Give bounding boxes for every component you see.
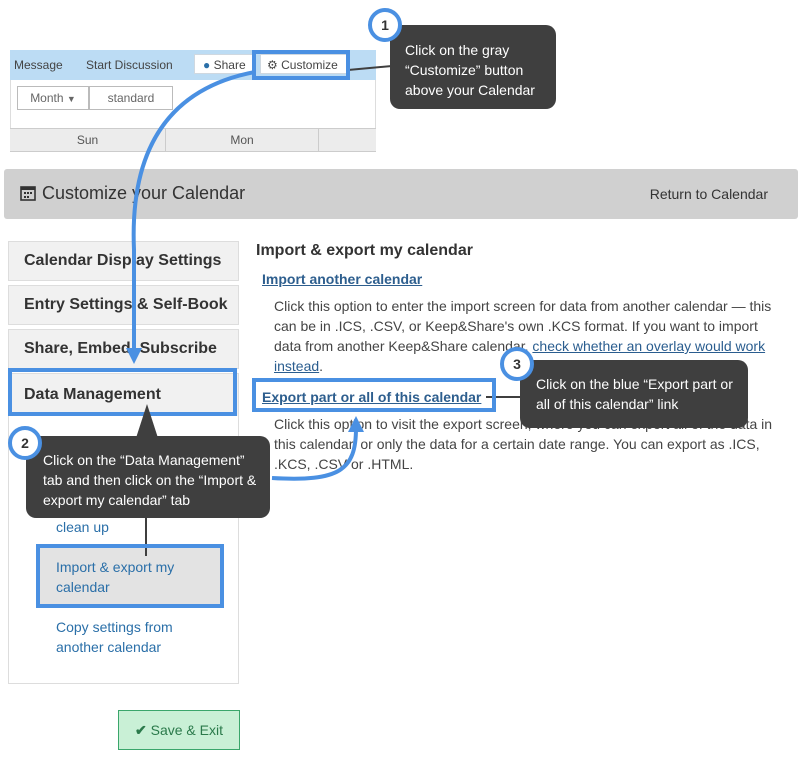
- view-select-value: Month: [30, 91, 64, 105]
- sidebar-item-clean-up[interactable]: clean up: [56, 519, 109, 535]
- import-calendar-link[interactable]: Import another calendar: [262, 271, 423, 287]
- connector-line: [131, 70, 256, 352]
- calendar-view-bar: Month ▼ standard: [10, 80, 376, 128]
- start-discussion-button[interactable]: Start Discussion: [86, 58, 173, 72]
- check-icon: ✔: [135, 722, 147, 738]
- import-text: Click this option to enter the import sc…: [274, 298, 772, 354]
- callout-2: Click on the “Data Management” tab and t…: [26, 436, 270, 518]
- day-header: Sun: [10, 129, 166, 151]
- sidebar-item-copy-settings[interactable]: Copy settings from another calendar: [56, 619, 173, 655]
- export-calendar-link[interactable]: Export part or all of this calendar: [262, 389, 482, 405]
- page-title: Customize your Calendar: [42, 183, 246, 203]
- step-badge-3: 3: [500, 347, 534, 381]
- gears-icon: ⚙: [267, 58, 278, 72]
- sidebar-item-import-export[interactable]: Import & export my calendar: [56, 559, 175, 595]
- tab-entry-settings[interactable]: Entry Settings & Self-Book: [8, 285, 239, 325]
- tab-calendar-display-settings[interactable]: Calendar Display Settings: [8, 241, 239, 281]
- message-button[interactable]: Message: [14, 58, 63, 72]
- share-icon: ●: [203, 58, 211, 72]
- connector-line: [271, 427, 358, 481]
- highlight-import-export: [36, 544, 224, 608]
- day-header: Mon: [166, 129, 319, 151]
- step-badge-2: 2: [8, 426, 42, 460]
- calendar-toolbar: Message Start Discussion ● Share ⚙ Custo…: [10, 50, 376, 80]
- step-badge-1: 1: [368, 8, 402, 42]
- save-exit-button[interactable]: ✔ Save & Exit: [118, 710, 240, 750]
- arrowhead-icon: [348, 416, 364, 432]
- tab-data-management[interactable]: Data Management: [8, 373, 239, 417]
- view-mode-button[interactable]: standard: [89, 86, 173, 110]
- calendar-icon: [20, 186, 36, 201]
- import-description: Click this option to enter the import sc…: [274, 298, 772, 374]
- customize-label: Customize: [281, 58, 338, 72]
- callout-3: Click on the blue “Export part or all of…: [520, 360, 748, 428]
- save-exit-label: Save & Exit: [150, 722, 223, 738]
- view-select[interactable]: Month ▼: [17, 86, 89, 110]
- chevron-down-icon: ▼: [66, 94, 76, 104]
- share-label: Share: [213, 58, 246, 72]
- overlay-link[interactable]: check whether an overlay would work inst…: [274, 338, 766, 374]
- return-to-calendar-link[interactable]: Return to Calendar: [649, 186, 768, 202]
- calendar-day-header: Sun Mon: [10, 128, 376, 152]
- highlight-data-management: [8, 368, 237, 416]
- callout-2-tip: [136, 404, 158, 438]
- highlight-export-link: [252, 378, 496, 412]
- active-subtab-bg: [40, 547, 222, 605]
- tab-share-embed-subscribe[interactable]: Share, Embed, Subscribe: [8, 329, 239, 369]
- arrowhead-icon: [126, 348, 142, 364]
- callout-1: Click on the gray “Customize” button abo…: [390, 25, 556, 109]
- share-button[interactable]: ● Share: [194, 54, 256, 74]
- callout-pointer: [347, 65, 393, 71]
- section-heading: Import & export my calendar: [256, 242, 473, 259]
- highlight-customize: [252, 50, 350, 80]
